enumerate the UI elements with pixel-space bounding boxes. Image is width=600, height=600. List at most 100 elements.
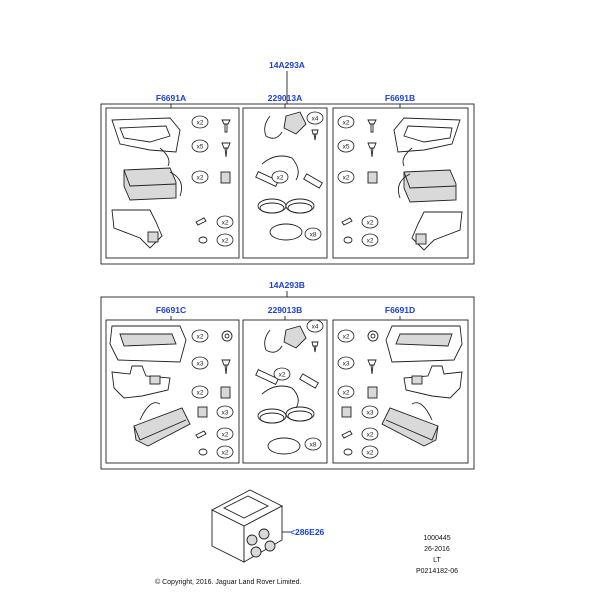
lamp-bar — [403, 169, 457, 203]
bulb-kit-ref[interactable]: <286E26 — [290, 527, 325, 537]
washer-icon — [198, 236, 208, 244]
coiled-cable — [269, 223, 303, 241]
clip-icon — [367, 386, 378, 399]
qty-label: x3 — [197, 361, 204, 368]
qty-label: x5 — [343, 144, 350, 151]
panel-ref[interactable]: F6691D — [385, 305, 415, 315]
lamp-bar — [123, 167, 177, 201]
screw-icon — [311, 341, 319, 353]
qty-label: x3 — [367, 410, 374, 417]
kit-b-ref[interactable]: 14A293B — [269, 280, 305, 290]
bulb-icon — [258, 528, 270, 540]
qty-label: x3 — [343, 361, 350, 368]
qty-label: x2 — [279, 372, 286, 379]
qty-label: x2 — [277, 175, 284, 182]
self-tap-screw-icon — [221, 359, 231, 375]
bolt-icon — [195, 217, 207, 226]
clip-icon — [367, 171, 378, 184]
qty-label: x8 — [310, 232, 317, 239]
self-tap-screw-icon — [367, 359, 377, 375]
info-line: P0214182-06 — [416, 568, 458, 575]
clip-icon — [341, 406, 352, 418]
panel-ref[interactable]: 229013B — [268, 305, 303, 315]
kit-a-ref[interactable]: 14A293A — [269, 60, 305, 70]
clip-icon — [197, 406, 208, 418]
screw-icon — [311, 129, 319, 141]
panel-f6691a: F6691A x2 x5 x2 x2 — [105, 93, 240, 259]
mounting-bracket — [403, 365, 463, 399]
qty-label: x8 — [310, 442, 317, 449]
panel-f6691b: F6691B x2 x5 x2 x2 x2 — [332, 93, 469, 259]
panel-229013a: 229013A x4 x2 x8 — [242, 93, 328, 259]
qty-label: x2 — [197, 175, 204, 182]
connector — [255, 369, 279, 385]
qty-label: x2 — [222, 450, 229, 457]
qty-label: x2 — [367, 432, 374, 439]
bulb-kit: <286E26 — [211, 489, 325, 563]
screw-icon — [367, 119, 377, 133]
qty-label: x4 — [312, 116, 319, 123]
light-bar — [133, 407, 191, 447]
qty-label: x2 — [367, 238, 374, 245]
kit-a-frame — [100, 103, 475, 265]
qty-label: x2 — [343, 120, 350, 127]
qty-label: x2 — [343, 334, 350, 341]
bolt-icon — [195, 430, 207, 439]
fuse-holder — [299, 373, 319, 389]
panel-ref[interactable]: F6691C — [156, 305, 186, 315]
panel-ref[interactable]: F6691A — [156, 93, 186, 103]
mounting-bracket — [111, 365, 171, 399]
self-tap-screw-icon — [221, 142, 231, 158]
copyright-text: © Copyright, 2016. Jaguar Land Rover Lim… — [155, 578, 301, 586]
qty-label: x2 — [222, 238, 229, 245]
bulb-icon — [246, 534, 258, 546]
qty-label: x2 — [222, 220, 229, 227]
connector — [255, 171, 279, 187]
screw-icon — [221, 119, 231, 133]
clip-icon — [220, 386, 231, 399]
washer-icon — [198, 448, 208, 456]
fuse-holder — [303, 173, 323, 189]
qty-label: x2 — [197, 334, 204, 341]
control-module — [283, 111, 307, 135]
qty-label: x2 — [222, 432, 229, 439]
wiring-harness — [261, 155, 299, 181]
kit-b-frame — [100, 296, 475, 470]
qty-label: x2 — [197, 390, 204, 397]
panel-ref[interactable]: 229013A — [268, 93, 303, 103]
qty-label: x2 — [367, 220, 374, 227]
washer-icon — [343, 448, 353, 456]
light-bar — [381, 407, 439, 447]
info-line: 1000445 — [423, 535, 450, 542]
grommet-icon — [367, 330, 379, 342]
grommet-icon — [221, 330, 233, 342]
panel-f6691d: F6691D x2 x3 x2 x3 x2 x2 — [332, 305, 469, 464]
qty-label: x2 — [343, 175, 350, 182]
panel-f6691c: F6691C x2 x3 x2 x3 — [105, 305, 240, 464]
qty-label: x2 — [197, 120, 204, 127]
info-block: 1000445 26-2016 LT P0214182-06 — [416, 535, 458, 575]
qty-label: x5 — [197, 144, 204, 151]
qty-label: x4 — [312, 324, 319, 331]
qty-label: x3 — [222, 410, 229, 417]
info-line: 26-2016 — [424, 546, 450, 553]
wiring-harness — [261, 385, 299, 409]
qty-label: x2 — [367, 450, 374, 457]
washer-icon — [343, 236, 353, 244]
bolt-icon — [341, 217, 353, 226]
bulb-icon — [250, 546, 262, 558]
coiled-cable — [267, 437, 301, 455]
control-module — [283, 325, 307, 349]
panel-229013b: 229013B x4 x2 x8 — [242, 305, 328, 464]
bulb-icon — [264, 540, 276, 552]
self-tap-screw-icon — [367, 142, 377, 158]
qty-label: x2 — [343, 390, 350, 397]
panel-ref[interactable]: F6691B — [385, 93, 415, 103]
clip-icon — [220, 171, 231, 184]
kit-b: 14A293B F6691C x2 x3 x — [100, 280, 475, 470]
mirror-housing-trim — [393, 117, 461, 153]
kit-a: 14A293A F6691A x2 x5 x — [100, 60, 475, 265]
info-line: LT — [433, 557, 441, 564]
bolt-icon — [341, 430, 353, 439]
